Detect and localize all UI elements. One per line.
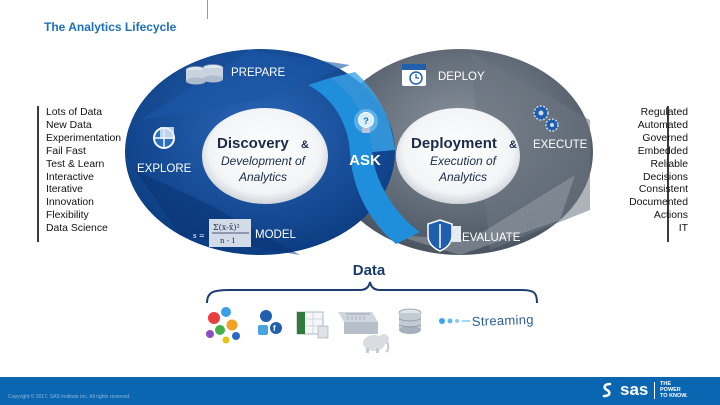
page-title: The Analytics Lifecycle — [44, 20, 177, 34]
social-media-icon — [206, 307, 240, 344]
svg-text:?: ? — [363, 116, 369, 126]
list-item: New Data — [46, 119, 92, 131]
discovery-title: Discovery — [217, 135, 289, 152]
deployment-sub-2: Analytics — [438, 170, 487, 184]
lightbulb-icon: ? — [354, 109, 378, 133]
deployment-amp: & — [509, 139, 517, 151]
segment-deploy: DEPLOY — [438, 71, 485, 83]
discovery-sub-1: Development of — [221, 154, 307, 168]
gears-icon — [533, 105, 559, 132]
spreadsheet-icon — [296, 311, 329, 339]
segment-prepare: PREPARE — [231, 67, 285, 79]
data-label: Data — [353, 262, 386, 279]
deployment-hub — [396, 108, 520, 204]
list-item: Flexibility — [46, 210, 89, 222]
ask-label: ASK — [349, 152, 381, 169]
tagline: THE POWER TO KNOW. — [660, 381, 688, 400]
title-divider — [207, 0, 208, 19]
list-item: Automated — [637, 119, 688, 131]
formula-denominator: n - 1 — [220, 237, 236, 245]
list-item: Documented — [629, 197, 688, 209]
segment-explore: EXPLORE — [137, 163, 192, 175]
list-item: Lots of Data — [46, 107, 103, 118]
server-icon — [338, 312, 378, 334]
discovery-amp: & — [301, 139, 309, 151]
social-icons-group: f — [258, 310, 282, 335]
formula-numerator: Σ(x-x̄)² — [213, 223, 240, 232]
list-item: Reliable — [650, 158, 688, 170]
sas-swirl-icon — [602, 382, 612, 398]
database-icon — [185, 64, 224, 85]
discovery-hub — [202, 108, 328, 204]
lifecycle-diagram: Discovery & Development of Analytics Dep… — [125, 49, 593, 353]
deployment-sub-1: Execution of — [430, 154, 498, 168]
streaming-label: Streaming — [472, 312, 534, 329]
left-attribute-list: Lots of Data New Data Experimentation Fa… — [46, 107, 121, 236]
list-item: Fail Fast — [46, 145, 86, 157]
sas-logo-text: sas — [620, 380, 649, 399]
list-item: Iterative — [46, 184, 83, 196]
segment-model: MODEL — [255, 229, 297, 241]
shield-icon — [427, 219, 461, 252]
right-list-bar — [667, 106, 669, 242]
tagline-divider — [654, 382, 655, 399]
formula-icon: s = Σ(x-x̄)² n - 1 — [193, 219, 251, 247]
list-item: Regulated — [640, 107, 688, 118]
footer-bar — [0, 377, 720, 405]
calendar-clock-icon — [402, 64, 426, 86]
globe-icon — [153, 127, 175, 149]
list-item: Data Science — [46, 223, 108, 235]
segment-execute: EXECUTE — [533, 139, 588, 151]
hadoop-elephant-icon — [363, 334, 390, 353]
discovery-sub-2: Analytics — [238, 170, 287, 184]
list-item: Actions — [653, 210, 688, 222]
right-attribute-list: Regulated Automated Governed Embedded Re… — [629, 107, 688, 236]
data-bracket — [206, 281, 538, 304]
left-list-bar — [37, 106, 39, 242]
list-item: Test & Learn — [46, 158, 105, 170]
ask-band — [308, 78, 420, 244]
list-item: Innovation — [46, 197, 94, 209]
streaming-icon — [439, 318, 470, 324]
copyright-text: Copyright © 2017, SAS Institute Inc. All… — [8, 394, 131, 400]
list-item: Interactive — [46, 171, 94, 183]
list-item: Decisions — [642, 171, 688, 183]
server-icon — [398, 308, 422, 334]
list-item: Embedded — [637, 145, 688, 157]
segment-evaluate: EVALUATE — [462, 232, 521, 244]
list-item: Consistent — [638, 184, 688, 196]
formula-prefix: s = — [193, 232, 205, 240]
svg-text:f: f — [273, 324, 276, 333]
list-item: Governed — [642, 132, 688, 144]
list-item: Experimentation — [46, 132, 122, 144]
list-item: IT — [678, 223, 688, 235]
deployment-title: Deployment — [411, 135, 497, 152]
